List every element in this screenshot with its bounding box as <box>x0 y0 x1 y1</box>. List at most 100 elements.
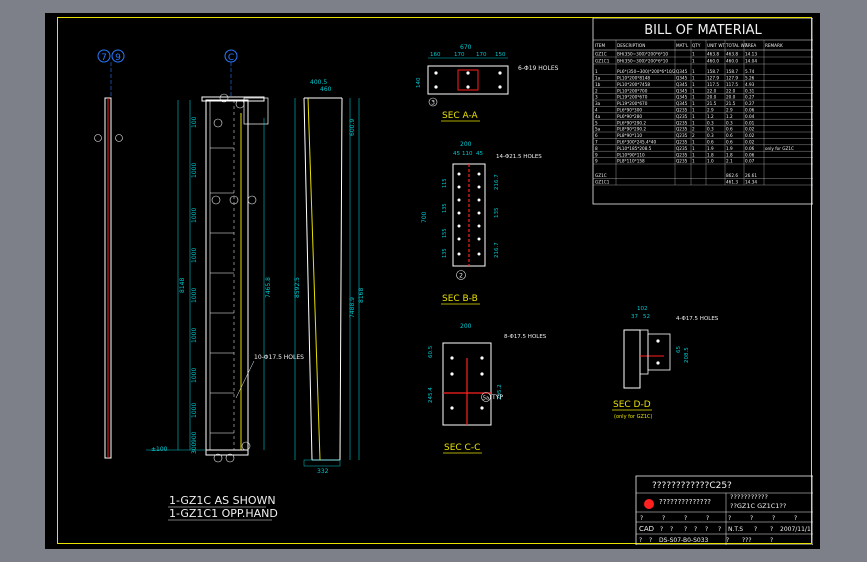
dim-b-seg1: 45 <box>453 151 460 157</box>
bom-cell: 460.0 <box>726 59 738 64</box>
dim-c-top: 60.5 <box>428 345 434 358</box>
bom-cell: 127.9 <box>726 76 738 81</box>
dim-seg-2: 1000 <box>191 208 198 223</box>
bom-cell: 0.02 <box>745 133 755 138</box>
bom-cell: 117.5 <box>726 82 738 87</box>
bom-total-cell: 862.6 <box>726 173 738 178</box>
bom-title: BILL OF MATERIAL <box>644 23 762 38</box>
bom-cell: BH(350~300)*200*6*10 <box>617 52 668 57</box>
bom-cell: 5 <box>595 120 598 125</box>
bom-cell: only for GZ1C <box>765 146 794 151</box>
grid-label-C: C <box>228 53 234 63</box>
dim-d-seg2: 52 <box>643 314 650 320</box>
bom-cell: 2 <box>692 133 695 138</box>
dim-c-left: 245.4 <box>428 387 434 403</box>
bom-cell: 0.27 <box>745 95 755 100</box>
tb-row2-cell: ? <box>670 526 673 533</box>
drawing-frame: 7 9 C 100 1000 1 <box>57 17 814 546</box>
bom-cell: GZ1C <box>595 52 607 57</box>
bom-cell: Q345 <box>676 76 688 81</box>
bom-total-cell: 461.3 <box>726 180 738 185</box>
tb-row1-cell: ? <box>662 515 665 522</box>
bom-cell: 0.04 <box>745 114 755 119</box>
cad-viewport[interactable]: 7 9 C 100 1000 1 <box>45 13 820 549</box>
dim-seg-6: 1000 <box>191 368 198 383</box>
bom-cell: PL6*300*245.4*40 <box>617 140 656 145</box>
bom-cell: 1 <box>692 146 695 151</box>
dim-seg-4: 1000 <box>191 288 198 303</box>
tb-row2-cell: ? <box>660 526 663 533</box>
bom-cell: 0.01 <box>745 120 755 125</box>
bom-cell: BH(350~300)*200*6*10 <box>617 59 668 64</box>
bom-cell: Q345 <box>676 82 688 87</box>
bom-cell: 1.2 <box>707 114 714 119</box>
tb-row-3: ??DS-S07-B0-S033????? <box>639 537 773 544</box>
bom-cell: PL19*200*670 <box>617 101 648 106</box>
tb-cad: CAD <box>639 525 654 533</box>
tb-row-1: ???????? <box>640 515 797 522</box>
bom-cell: 0.3 <box>707 120 714 125</box>
sec-d-subtitle: (only for GZ1C) <box>614 414 653 420</box>
bom-header-cell: QTY <box>692 43 701 48</box>
dim-d-h2: 208.5 <box>684 347 690 363</box>
bom-cell: 0.02 <box>745 140 755 145</box>
grid-bubble-7 <box>97 49 111 63</box>
bom-cell: 2.9 <box>707 108 714 113</box>
tb-row1-cell: ? <box>750 515 753 522</box>
dim-b-height: 700 <box>421 211 428 223</box>
bom-cell: 1.8 <box>726 152 733 157</box>
tb-row2-cell: ? <box>770 526 773 533</box>
bom-cell: PL8*110*158 <box>617 159 645 164</box>
section-c-c: 200 60.5 245.4 295.2 8-Φ17.5 HOLES 5a TY… <box>428 323 547 454</box>
bom-cell: 2 <box>595 88 598 93</box>
tb-row3-cell: ? <box>726 537 729 544</box>
bom-cell: 2 <box>692 127 695 132</box>
dim-side-outer: 8592.5 <box>294 277 301 298</box>
section-d-d: 102 37 52 65 208.5 4-Φ17.5 HOLES SEC D-D… <box>612 306 719 420</box>
bom-cell: 20.0 <box>707 95 717 100</box>
bom-cell: 1.0 <box>707 159 714 164</box>
bom-cell: PL8*90*110 <box>617 133 642 138</box>
tb-row1-cell: ? <box>728 515 731 522</box>
bom-cell: Q235 <box>676 152 688 157</box>
sec-b-title: SEC B-B <box>442 294 478 304</box>
title-block: ????????????C25? ?????????????? ????????… <box>635 475 814 546</box>
dim-seg-8: 900 <box>191 431 198 443</box>
bom-cell: PL6*(350~300)*200*6*10/2 <box>617 69 676 74</box>
bom-cell: 463.8 <box>726 52 738 57</box>
dim-seg-5: 1000 <box>191 328 198 343</box>
tb-row2-cell: 2007/11/1 <box>780 526 811 533</box>
bom-cell: 5a <box>595 127 601 132</box>
dim-seg-9: 300 <box>191 442 198 454</box>
grid-bubble-9 <box>111 49 125 63</box>
sec-c-typ: TYP <box>491 394 503 401</box>
bom-cell: 463.8 <box>707 52 719 57</box>
dim-b-width: 200 <box>460 141 472 148</box>
tb-row2-cell: N.T.S <box>728 526 743 533</box>
tb-row2-cell: ? <box>684 526 687 533</box>
tb-row2-cell: ? <box>718 526 721 533</box>
bom-cell: PL6*90*300 <box>617 108 642 113</box>
tb-row2-cell: ? <box>705 526 708 533</box>
bom-cell: 1 <box>692 140 695 145</box>
bom-total-cell: GZ1C <box>595 173 607 178</box>
bom-cell: 0.27 <box>745 101 755 106</box>
dim-d-seg1: 37 <box>631 314 638 320</box>
dim-side-total: 8168 <box>358 288 365 303</box>
bom-cell: 2.9 <box>726 108 733 113</box>
bom-cell: 1 <box>595 69 598 74</box>
bom-cell: PL6*90*290.2 <box>617 120 646 125</box>
bom-cell: 0.6 <box>726 133 733 138</box>
dim-side-base: 332 <box>317 468 329 475</box>
bom-header-cell: REMARK <box>765 43 783 48</box>
dim-a-seg4: 150 <box>495 52 506 58</box>
tb-project: ????????????C25? <box>652 481 732 491</box>
dim-b-seg2: 110 <box>462 151 473 157</box>
bom-cell: 2.1 <box>726 159 733 164</box>
bom-cell: 158.7 <box>726 69 738 74</box>
tb-row3-cell: ? <box>770 537 773 544</box>
tb-row1-cell: ? <box>706 515 709 522</box>
dim-b-l2: 135 <box>442 203 448 213</box>
dim-base-elev: ±100 <box>151 446 168 453</box>
bom-cell: PL10*200*8148 <box>617 76 650 81</box>
